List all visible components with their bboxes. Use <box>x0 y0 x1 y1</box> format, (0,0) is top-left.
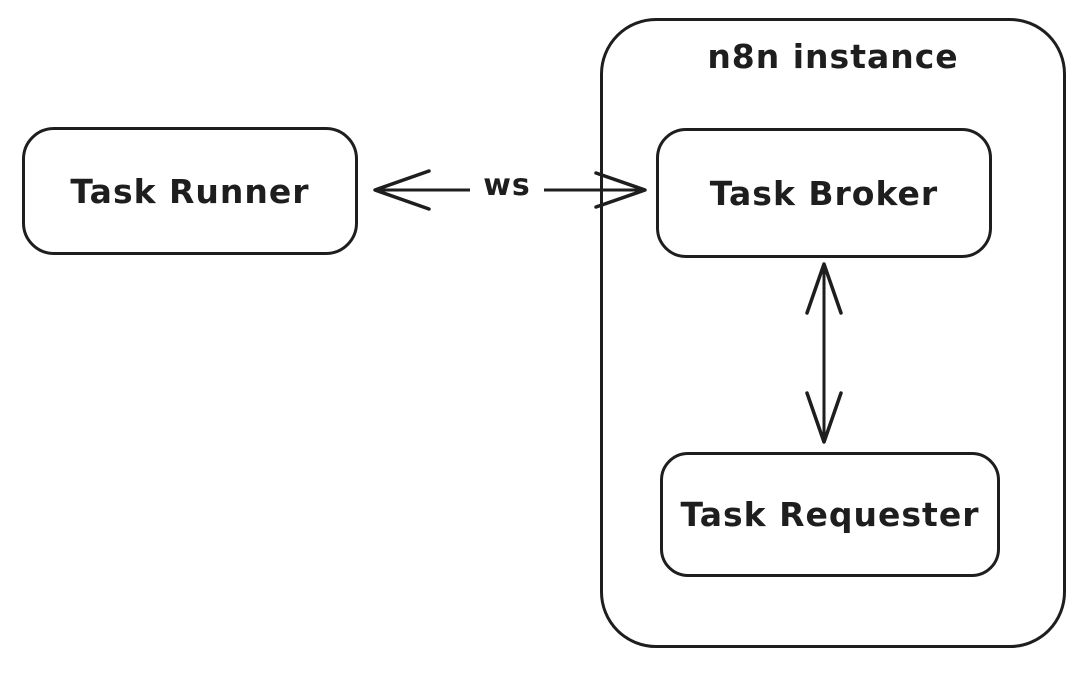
ws-arrow-label: ws <box>470 168 544 203</box>
node-task-requester: Task Requester <box>660 452 1000 577</box>
node-task-requester-label: Task Requester <box>680 495 980 534</box>
node-task-broker-label: Task Broker <box>709 173 939 213</box>
node-task-runner-label: Task Runner <box>70 171 310 211</box>
group-n8n-instance-title: n8n instance <box>707 37 959 76</box>
node-task-runner: Task Runner <box>22 127 358 255</box>
broker-requester-arrow <box>805 262 843 444</box>
node-task-broker: Task Broker <box>656 128 992 258</box>
